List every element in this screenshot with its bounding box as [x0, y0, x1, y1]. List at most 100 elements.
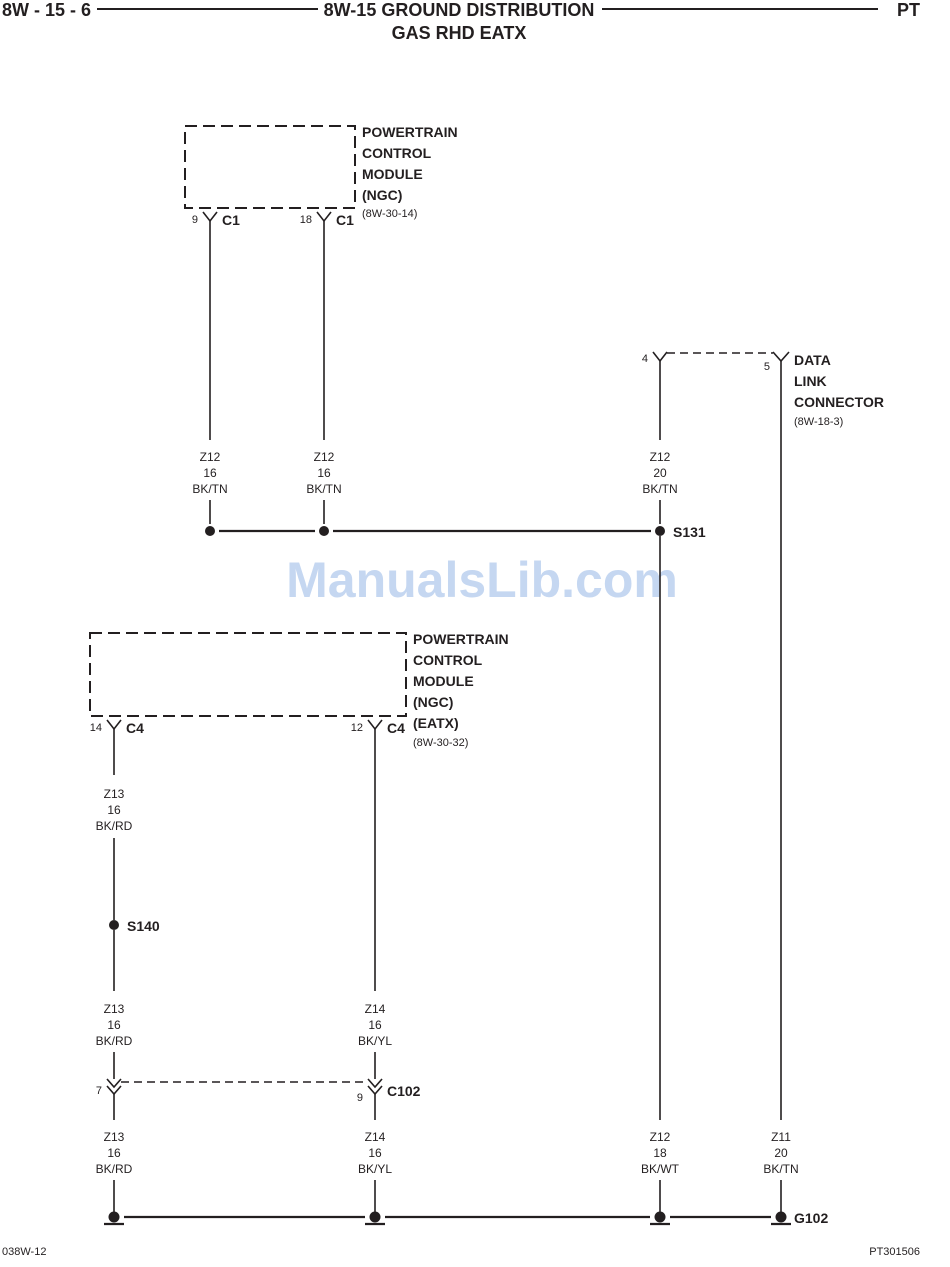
wire-gauge: 20 [653, 466, 667, 480]
connector-symbol [202, 211, 218, 223]
pcm-c4-name-line-1: POWERTRAIN [413, 631, 509, 647]
pcm-c1-ref: (8W-30-14) [362, 208, 417, 220]
c102-label: C102 [387, 1083, 421, 1099]
pcm-c1-connector-label: C1 [336, 212, 354, 228]
wire-circuit: Z12 [200, 450, 221, 464]
pcm-c4-pin-14: 14 [90, 722, 102, 734]
wire-circuit: Z12 [650, 1130, 671, 1144]
wire-circuit: Z14 [365, 1130, 386, 1144]
splice-s131-label: S131 [673, 524, 706, 540]
pcm-c4-connector-label: C4 [126, 720, 144, 736]
wire-gauge: 16 [203, 466, 217, 480]
connector-symbol [367, 1078, 383, 1096]
wire-circuit: Z11 [771, 1130, 791, 1144]
connector-symbol [652, 351, 668, 363]
connector-symbol [367, 719, 383, 731]
dlc-pin-5: 5 [764, 361, 770, 373]
connector-symbol [106, 1078, 122, 1096]
wire-label-pcm-pin12: Z14 16 BK/YL [358, 1002, 392, 1048]
wire-gauge: 16 [368, 1146, 382, 1160]
wire-circuit: Z12 [314, 450, 335, 464]
dlc-pin-4: 4 [642, 353, 648, 365]
pcm-c4-name-line-3: MODULE [413, 673, 474, 689]
pcm-c4-module: POWERTRAIN CONTROL MODULE (NGC) (EATX) (… [89, 631, 509, 749]
dlc-module: 4 5 DATA LINK CONNECTOR (8W-18-3) [642, 351, 884, 428]
ground-terminal [650, 1211, 670, 1226]
pcm-c4-name-line-2: CONTROL [413, 652, 483, 668]
wire-gauge: 16 [107, 803, 121, 817]
footer-right-code: PT301506 [869, 1246, 920, 1258]
wire-label-c102-pin9-out: Z14 16 BK/YL [358, 1130, 392, 1176]
pcm-c4-name-line-4: (NGC) [413, 694, 453, 710]
wire-gauge: 20 [774, 1146, 788, 1160]
page-number: 8W - 15 - 6 [2, 0, 91, 20]
connector-symbol [106, 719, 122, 731]
wire-color: BK/TN [306, 482, 341, 496]
dlc-name-line-1: DATA [794, 352, 831, 368]
c102-pin-7: 7 [96, 1085, 102, 1097]
wire-label-pcm-pin14: Z13 16 BK/RD [96, 787, 133, 833]
wire-label-pcm-pin9: Z12 16 BK/TN [192, 450, 227, 496]
wire-gauge: 16 [107, 1018, 121, 1032]
ground-terminal [771, 1211, 791, 1226]
splice-node [319, 526, 329, 536]
wire-label-c102-pin7-out: Z13 16 BK/RD [96, 1130, 133, 1176]
wire-color: BK/YL [358, 1034, 392, 1048]
pcm-c1-box [184, 125, 356, 209]
splice-node [205, 526, 215, 536]
pcm-c1-name-line-2: CONTROL [362, 145, 432, 161]
wire-color: BK/RD [96, 1034, 133, 1048]
ground-label: G102 [794, 1210, 828, 1226]
wire-gauge: 16 [368, 1018, 382, 1032]
pcm-c4-ref: (8W-30-32) [413, 737, 468, 749]
watermark: ManualsLib.com [286, 552, 678, 608]
pcm-c1-pin-9: 9 [192, 214, 198, 226]
wire-circuit: Z12 [650, 450, 671, 464]
wire-circuit: Z14 [365, 1002, 386, 1016]
page-title: 8W-15 GROUND DISTRIBUTION [324, 0, 595, 20]
c102-pin-9: 9 [357, 1092, 363, 1104]
wire-circuit: Z13 [104, 787, 125, 801]
splice-node [109, 920, 119, 930]
pcm-c1-module: POWERTRAIN CONTROL MODULE (NGC) (8W-30-1… [184, 124, 458, 228]
dlc-name-line-2: LINK [794, 373, 827, 389]
wire-gauge: 18 [653, 1146, 667, 1160]
pcm-c4-connector-label: C4 [387, 720, 405, 736]
wire-circuit: Z13 [104, 1130, 125, 1144]
pcm-c4-name-line-5: (EATX) [413, 715, 459, 731]
connector-symbol [772, 351, 790, 363]
wire-color: BK/WT [641, 1162, 680, 1176]
connector-symbol [316, 211, 332, 223]
dlc-ref: (8W-18-3) [794, 416, 843, 428]
pcm-c1-pin-18: 18 [300, 214, 312, 226]
wire-label-dlc-pin4: Z12 20 BK/TN [642, 450, 677, 496]
pcm-c1-name-line-4: (NGC) [362, 187, 402, 203]
wire-label-dlc-pin5: Z11 20 BK/TN [763, 1130, 798, 1176]
wire-label-s131-out: Z12 18 BK/WT [641, 1130, 680, 1176]
pcm-c1-name-line-3: MODULE [362, 166, 423, 182]
wire-circuit: Z13 [104, 1002, 125, 1016]
wire-gauge: 16 [317, 466, 331, 480]
wire-label-s140-out: Z13 16 BK/RD [96, 1002, 133, 1048]
wire-color: BK/TN [763, 1162, 798, 1176]
pcm-c4-pin-12: 12 [351, 722, 363, 734]
ground-terminal [104, 1211, 124, 1226]
pcm-c1-connector-label: C1 [222, 212, 240, 228]
footer-left-code: 038W-12 [2, 1246, 46, 1258]
wire-color: BK/YL [358, 1162, 392, 1176]
c102-connector: 7 9 C102 [96, 1078, 421, 1104]
page-header: 8W - 15 - 6 8W-15 GROUND DISTRIBUTION PT… [2, 0, 920, 43]
wire-label-pcm-pin18: Z12 16 BK/TN [306, 450, 341, 496]
wire-color: BK/RD [96, 1162, 133, 1176]
wire-color: BK/TN [642, 482, 677, 496]
pcm-c1-name-line-1: POWERTRAIN [362, 124, 458, 140]
pcm-c4-box [89, 632, 407, 717]
dlc-name-line-3: CONNECTOR [794, 394, 884, 410]
page-subtitle: GAS RHD EATX [392, 23, 527, 43]
wire-color: BK/RD [96, 819, 133, 833]
splice-s140-label: S140 [127, 918, 160, 934]
wire-color: BK/TN [192, 482, 227, 496]
section-code: PT [897, 0, 920, 20]
splice-node [655, 526, 665, 536]
